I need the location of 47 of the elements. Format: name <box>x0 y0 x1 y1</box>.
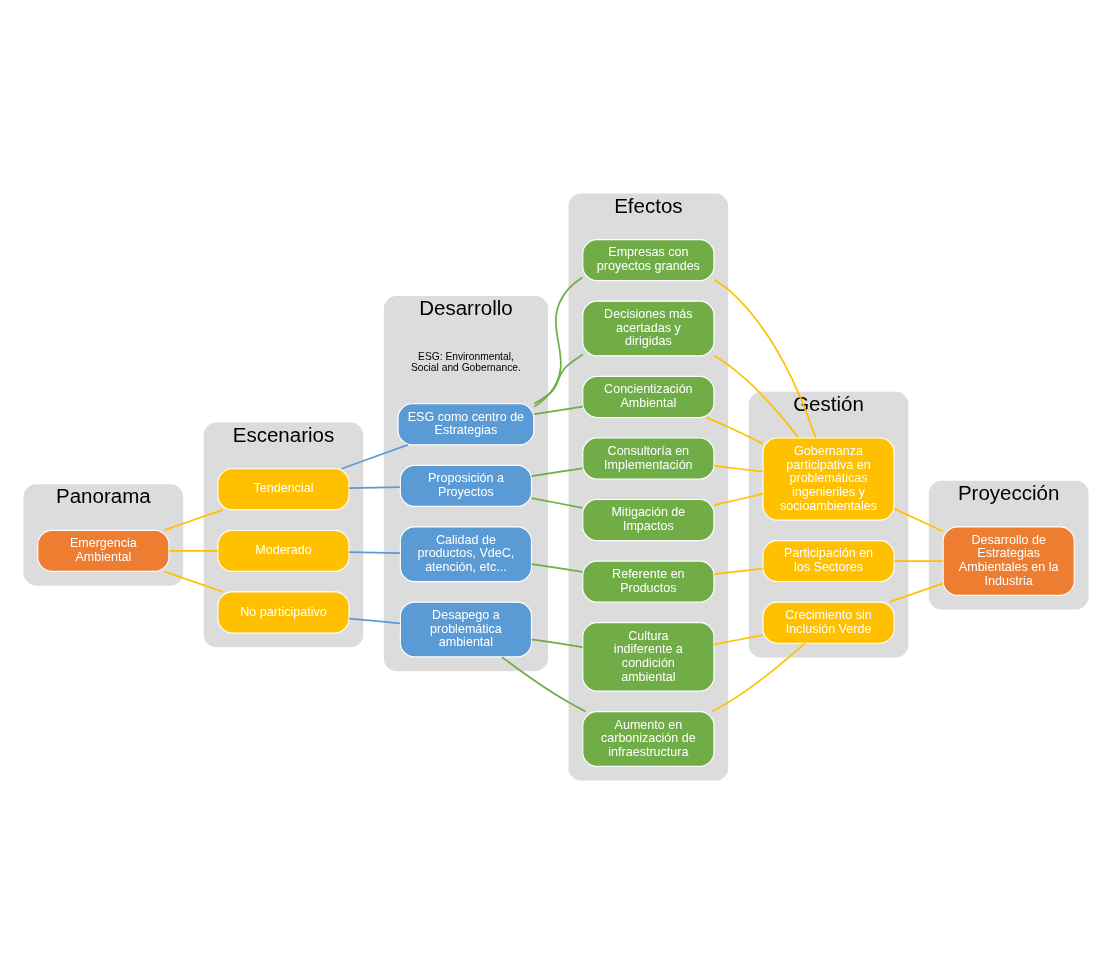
node-box: Proposición a Proyectos <box>399 464 533 507</box>
connector <box>533 276 584 408</box>
node-box: ESG como centro de Estrategias <box>397 403 535 446</box>
node-box: Gobernanza participativa en problemáticas ingenieriles y socioambientales <box>762 437 895 521</box>
connector <box>348 486 401 489</box>
connector <box>530 563 584 573</box>
node-box: Tendencial <box>217 468 350 511</box>
node-box: Crecimiento sin Inclusión Verde <box>762 601 895 644</box>
connector <box>530 497 584 509</box>
connector <box>713 279 817 439</box>
connector <box>340 443 409 470</box>
connector <box>501 656 587 713</box>
node-label: ESG: Environmental, Social and Gobernance. <box>410 350 521 373</box>
connector <box>713 493 764 506</box>
connector <box>711 642 806 713</box>
node-box: Emergencia Ambiental <box>37 529 170 572</box>
connector <box>888 582 944 603</box>
connector <box>530 638 584 648</box>
node-box: Referente en Productos <box>582 560 715 603</box>
node-box: Decisiones más acertadas y dirigidas <box>582 300 715 357</box>
connector <box>713 354 800 439</box>
connector <box>530 467 584 477</box>
connector <box>713 465 764 473</box>
node-box: Mitigación de Impactos <box>582 498 715 542</box>
node-box: No participativo <box>217 591 350 634</box>
connector <box>705 416 764 445</box>
connector <box>533 353 584 405</box>
connector <box>893 560 944 562</box>
node-box: Concientización Ambiental <box>582 375 715 418</box>
connector <box>163 570 224 593</box>
node-box: Participación en los Sectores <box>762 540 895 583</box>
connector <box>713 634 764 646</box>
connector <box>348 617 401 625</box>
connector <box>533 405 584 415</box>
node-box: Moderado <box>217 529 350 572</box>
connector <box>893 508 944 533</box>
node-box: Cultura indiferente a condición ambiental <box>582 622 715 692</box>
connector <box>713 567 764 576</box>
connector <box>168 550 219 552</box>
node-box: Desarrollo de Estrategias Ambientales en la Industria <box>942 526 1075 596</box>
node-box: Aumento en carbonización de infraestructura <box>582 711 715 767</box>
node-box: Calidad de productos, VdeC, atención, etc... <box>399 526 533 583</box>
node-box: Desapego a problemática ambiental <box>399 601 533 658</box>
connector <box>348 551 401 554</box>
connector <box>163 509 224 532</box>
node-box: Empresas con proyectos grandes <box>582 239 715 282</box>
node-box: Consultoría en Implementación <box>582 437 715 480</box>
